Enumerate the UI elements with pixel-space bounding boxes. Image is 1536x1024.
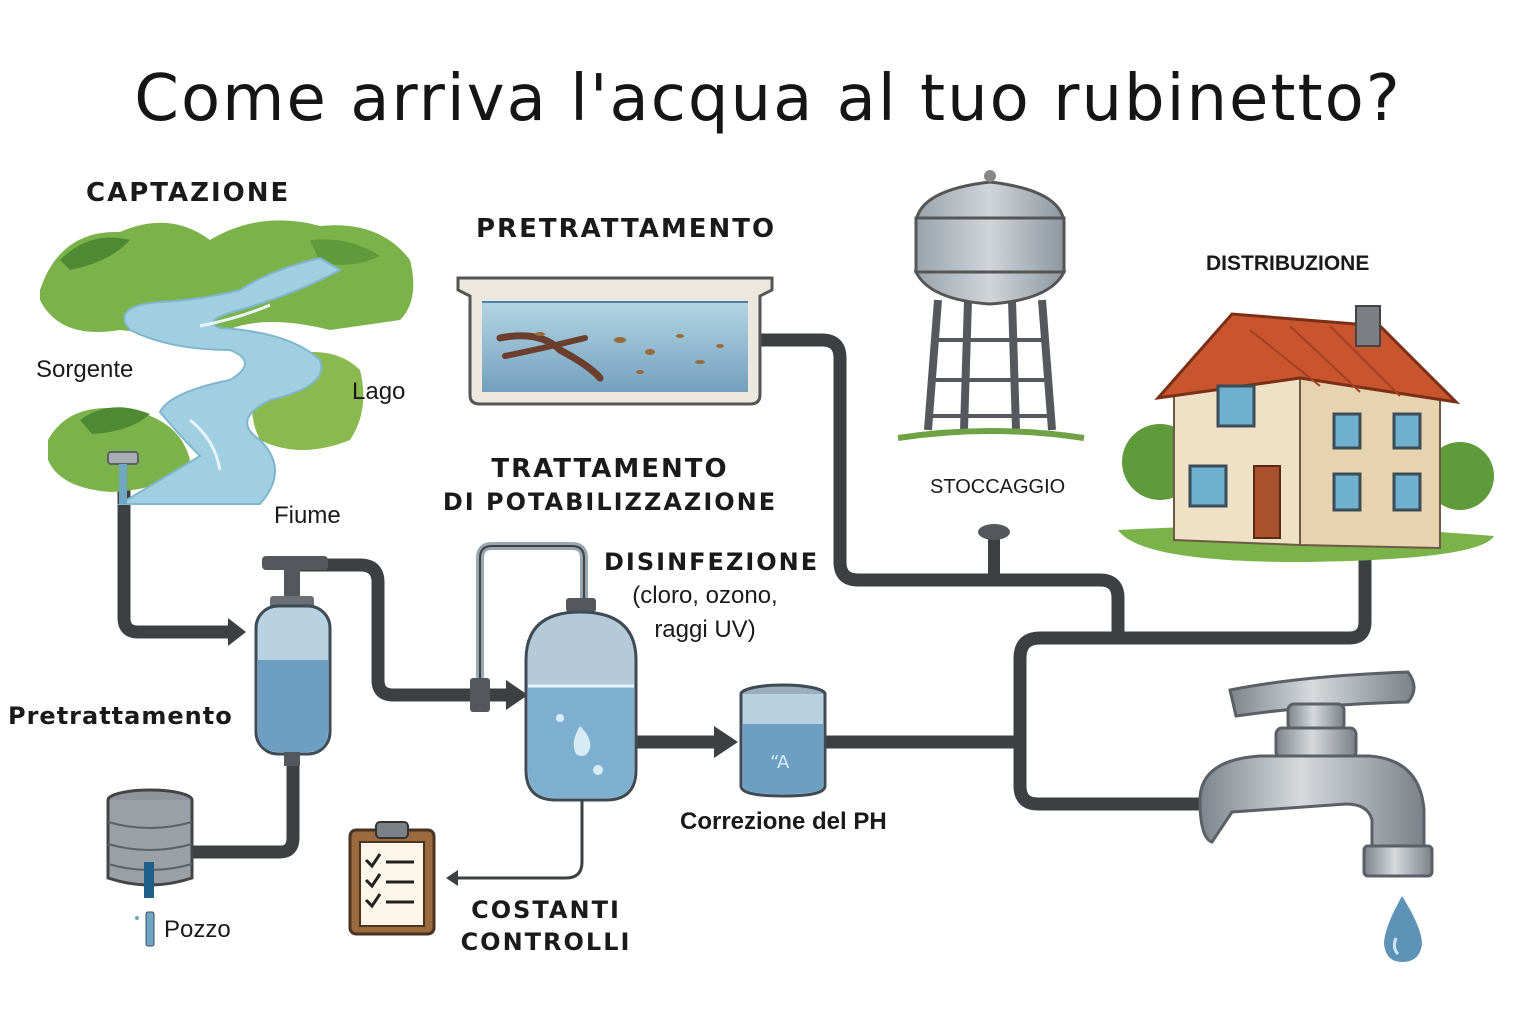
label-costanti-line1: COSTANTI <box>471 896 621 924</box>
label-costanti-line2: CONTROLLI <box>460 928 632 956</box>
label-disinfezione-detail2: raggi UV) <box>654 616 756 643</box>
water-tower-icon <box>897 170 1085 441</box>
label-disinfezione-detail1: (cloro, ozono, <box>632 582 778 609</box>
label-disinfezione: DISINFEZIONE <box>604 548 820 576</box>
ph-cup-icon: “A <box>739 683 827 798</box>
svg-text:“A: “A <box>770 752 790 773</box>
label-lago: Lago <box>352 378 406 405</box>
water-drop-icon <box>1384 896 1422 962</box>
label-pretrattamento-top: PRETRATTAMENTO <box>476 214 777 244</box>
label-pozzo: Pozzo <box>164 916 231 943</box>
flow-arrows <box>228 618 738 758</box>
label-correzione-ph: Correzione del PH <box>680 808 887 835</box>
label-stoccaggio: STOCCAGGIO <box>930 476 1066 498</box>
page-title: Come arriva l'acqua al tuo rubinetto? <box>134 62 1402 136</box>
label-trattamento-line2: DI POTABILIZZAZIONE <box>442 488 778 516</box>
well-icon <box>106 788 194 947</box>
pipe-network <box>117 333 1372 859</box>
label-fiume: Fiume <box>274 502 341 529</box>
filter-tank-icon <box>254 556 332 766</box>
settling-tank-icon <box>456 276 774 406</box>
label-captazione: CAPTAZIONE <box>86 178 291 208</box>
house-icon <box>1118 305 1494 562</box>
river-landscape-icon <box>40 220 414 505</box>
disinfection-tank-icon <box>446 542 638 886</box>
faucet-icon <box>1198 670 1434 878</box>
label-trattamento-line1: TRATTAMENTO <box>491 454 729 484</box>
label-pretrattamento-left: Pretrattamento <box>8 702 233 730</box>
clipboard-icon <box>348 821 436 936</box>
valve-icon <box>978 524 1010 580</box>
label-sorgente: Sorgente <box>36 356 134 383</box>
label-distribuzione: DISTRIBUZIONE <box>1206 252 1370 275</box>
